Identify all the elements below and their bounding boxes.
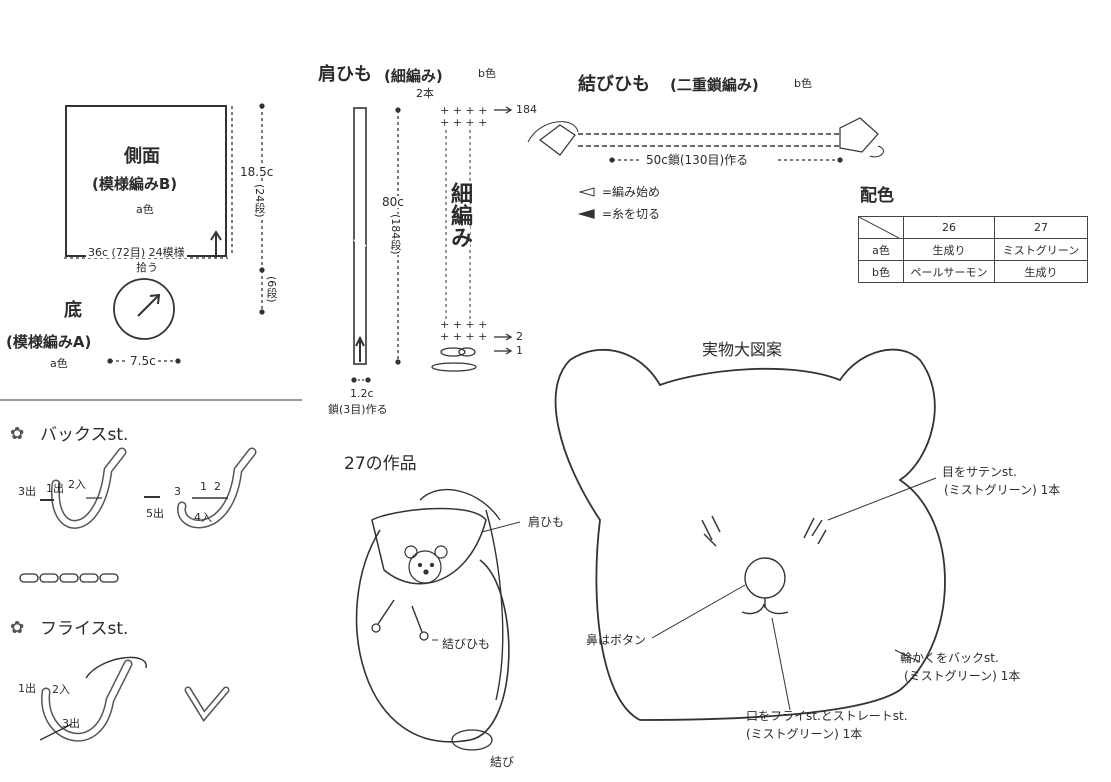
diagonal-divider bbox=[859, 217, 899, 238]
stitch-label: 1出 bbox=[18, 682, 36, 695]
strap-row-1: 1 bbox=[516, 344, 523, 357]
column-header: 27 bbox=[994, 216, 1088, 239]
bottom-panel-pattern: (模様編みA) bbox=[6, 333, 92, 351]
svg-text:+ + + +: + + + + bbox=[440, 116, 487, 129]
strap-count: 2本 bbox=[416, 87, 434, 100]
row-label: b色 bbox=[858, 260, 904, 283]
table-row: a色 生成り ミストグリーン bbox=[858, 238, 1088, 261]
table-cell: ミストグリーン bbox=[994, 238, 1088, 261]
bottom-panel-shape bbox=[113, 278, 175, 340]
bottom-panel-title: 底 bbox=[64, 300, 82, 321]
color-scheme-title: 配色 bbox=[860, 186, 894, 206]
svg-text:+ + + +: + + + + bbox=[440, 330, 487, 343]
stitch-label: 2入 bbox=[52, 683, 70, 696]
svg-text:+ + + +: + + + + bbox=[440, 318, 487, 331]
mouth-color-note: (ミストグリーン) 1本 bbox=[746, 727, 863, 741]
svg-text:+ + + +: + + + + bbox=[440, 104, 487, 117]
strap-technique: (細編み) bbox=[384, 67, 443, 85]
legend-cut: =糸を切る bbox=[602, 207, 661, 221]
strap-shape bbox=[353, 107, 367, 365]
tie-title: 結びひも bbox=[578, 74, 650, 95]
strap-title: 肩ひも bbox=[318, 64, 372, 85]
side-panel-title: 側面 bbox=[124, 146, 160, 167]
nose-button bbox=[744, 557, 786, 599]
side-panel-pickup: 拾う bbox=[136, 261, 158, 274]
stitch-label: 2入 bbox=[68, 478, 86, 491]
tie-color: b色 bbox=[794, 77, 812, 90]
eye-color-note: (ミストグリーン) 1本 bbox=[944, 483, 1061, 497]
stitch-label: 3出 bbox=[18, 485, 36, 498]
strap-length: 80c bbox=[382, 195, 404, 209]
stitch-label: 3 bbox=[174, 485, 181, 498]
row-label: a色 bbox=[858, 238, 904, 261]
fly-stitch-title: フライスst. bbox=[40, 619, 129, 639]
strap-vertical-label: 細編み bbox=[447, 182, 472, 248]
color-scheme-table: 26 27 a色 生成り ミストグリーン b色 ペールサーモン 生成り bbox=[858, 216, 1088, 283]
bear-head-outline bbox=[554, 348, 946, 721]
mouth-note: 口をフライst.とストレートst. bbox=[746, 709, 908, 723]
stitch-label: 3出 bbox=[62, 717, 80, 730]
work27-title: 27の作品 bbox=[344, 454, 417, 474]
flower-icon: ✿ bbox=[10, 618, 25, 638]
table-row: 26 27 bbox=[858, 216, 1088, 239]
nose-note: 鼻はボタン bbox=[586, 633, 647, 647]
strap-color: b色 bbox=[478, 67, 496, 80]
side-panel-height-rows: (24段) bbox=[253, 184, 266, 218]
tie-chain-label: 50c鎖(130目)作る bbox=[644, 153, 751, 167]
side-panel-extra-rows: (6段) bbox=[265, 276, 278, 303]
strap-row-top: 184 bbox=[516, 103, 537, 116]
outline-note: 輪かくをバックst. bbox=[900, 651, 999, 665]
stitch-label: 1 bbox=[200, 480, 207, 493]
bag-outline bbox=[355, 529, 510, 743]
table-cell: ペールサーモン bbox=[903, 260, 995, 283]
table-cell: 生成り bbox=[903, 238, 995, 261]
work27-tie-label: 結びひも bbox=[442, 637, 491, 651]
bottom-panel-color: a色 bbox=[50, 357, 68, 370]
stitch-label: 5出 bbox=[146, 507, 164, 520]
back-stitch-title: バックスst. bbox=[40, 425, 129, 445]
flower-icon: ✿ bbox=[10, 424, 25, 444]
work27-strap-label: 肩ひも bbox=[528, 515, 565, 529]
table-row: b色 ペールサーモン 生成り bbox=[858, 260, 1088, 283]
bottom-panel-diameter: 7.5c bbox=[128, 354, 158, 368]
side-panel-width: 36c (72目) 24模様 bbox=[86, 246, 187, 259]
strap-row-2: 2 bbox=[516, 330, 523, 343]
tie-technique: (二重鎖編み) bbox=[670, 76, 759, 94]
legend-start: =編み始め bbox=[602, 185, 661, 199]
side-panel-color: a色 bbox=[136, 203, 154, 216]
eye-note: 目をサテンst. bbox=[942, 465, 1017, 479]
column-header: 26 bbox=[903, 216, 995, 239]
outline-color-note: (ミストグリーン) 1本 bbox=[904, 669, 1021, 683]
strap-chain: 鎖(3目)作る bbox=[328, 403, 388, 416]
stitch-label: 4入 bbox=[194, 511, 212, 524]
strap-width: 1.2c bbox=[350, 387, 374, 400]
side-panel-pattern: (模様編みB) bbox=[92, 175, 178, 193]
stitch-label: 2 bbox=[214, 480, 221, 493]
work27-bottom-label: 結び bbox=[490, 755, 515, 769]
stitch-label: 1出 bbox=[46, 482, 64, 495]
strap-rows: (184段) bbox=[389, 214, 402, 255]
table-cell: 生成り bbox=[994, 260, 1088, 283]
full-size-title: 実物大図案 bbox=[702, 340, 783, 359]
side-panel-height: 18.5c bbox=[240, 165, 274, 179]
